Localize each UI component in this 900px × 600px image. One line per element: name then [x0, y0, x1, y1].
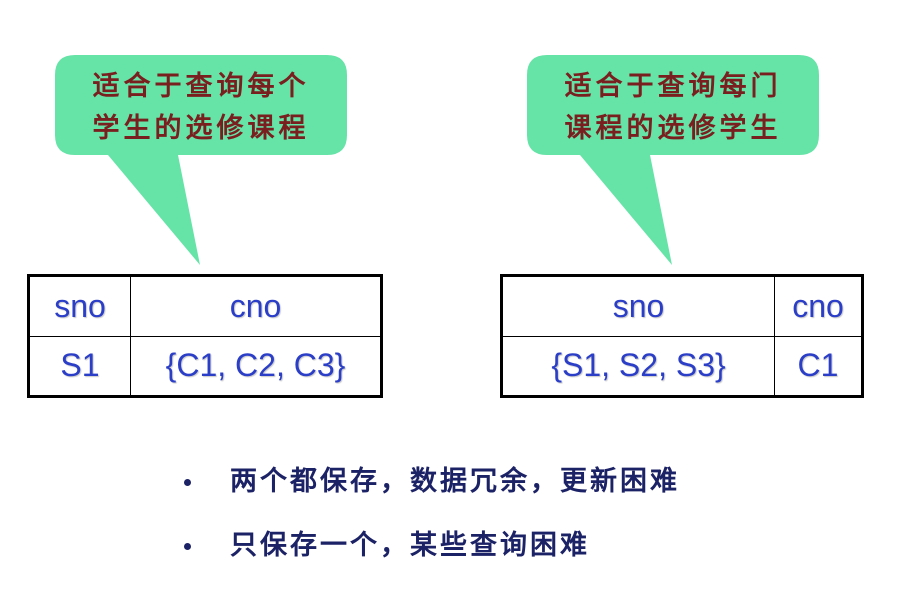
callout-right-line2: 课程的选修学生 [564, 113, 782, 144]
cell-sno: {S1, S2, S3} [501, 335, 775, 397]
callout-left-shape [55, 55, 347, 265]
bullet-text: 只保存一个，某些查询困难 [230, 530, 590, 561]
callout-right-text: 适合于查询每门 课程的选修学生 [530, 66, 816, 150]
callout-left-line1: 适合于查询每个 [92, 71, 310, 102]
header-cell-cno: cno [774, 275, 863, 337]
header-cell-cno: cno [130, 275, 382, 337]
relation-table-left: sno cno S1 {C1, C2, C3} [27, 274, 383, 398]
callout-left-line2: 学生的选修课程 [92, 113, 310, 144]
table-header-row: sno cno [28, 275, 382, 337]
callout-right-shape [527, 55, 819, 265]
cell-cno: C1 [774, 335, 863, 397]
cell-cno: {C1, C2, C3} [130, 335, 382, 397]
table-row: {S1, S2, S3} C1 [501, 335, 863, 397]
table-header-row: sno cno [501, 275, 863, 337]
bullet-list: 两个都保存，数据冗余，更新困难 只保存一个，某些查询困难 [180, 458, 680, 586]
bullet-text: 两个都保存，数据冗余，更新困难 [230, 466, 680, 497]
callout-right-line1: 适合于查询每门 [564, 71, 782, 102]
relation-table-right: sno cno {S1, S2, S3} C1 [500, 274, 864, 398]
table-row: S1 {C1, C2, C3} [28, 335, 382, 397]
bullet-dot-icon [184, 543, 191, 550]
header-cell-sno: sno [501, 275, 775, 337]
cell-sno: S1 [28, 335, 131, 397]
list-item: 只保存一个，某些查询困难 [180, 522, 680, 586]
callout-left-text: 适合于查询每个 学生的选修课程 [58, 66, 344, 150]
header-cell-sno: sno [28, 275, 131, 337]
list-item: 两个都保存，数据冗余，更新困难 [180, 458, 680, 522]
bullet-dot-icon [184, 479, 191, 486]
